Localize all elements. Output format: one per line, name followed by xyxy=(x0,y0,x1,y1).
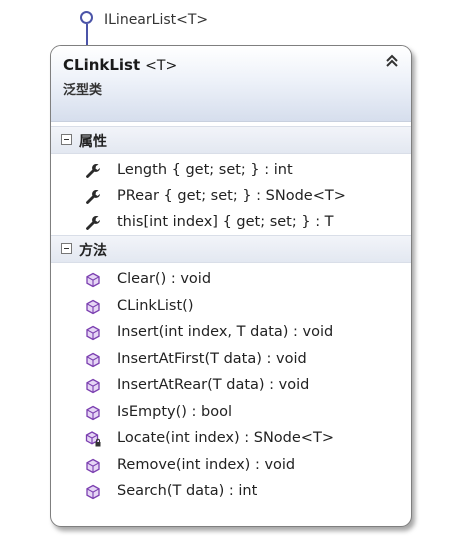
properties-section-header[interactable]: 属性 xyxy=(51,126,411,154)
method-item[interactable]: InsertAtFirst(T data) : void xyxy=(51,346,411,373)
property-item[interactable]: Length { get; set; } : int xyxy=(51,157,411,183)
method-label: InsertAtFirst(T data) : void xyxy=(117,350,307,367)
method-item[interactable]: InsertAtRear(T data) : void xyxy=(51,372,411,399)
method-cube-icon xyxy=(86,352,100,367)
collapse-toggle-icon[interactable] xyxy=(61,243,72,254)
method-cube-icon xyxy=(86,405,100,420)
double-chevron-up-icon[interactable] xyxy=(385,54,399,68)
property-item[interactable]: PRear { get; set; } : SNode<T> xyxy=(51,183,411,209)
properties-section-title: 属性 xyxy=(79,134,107,150)
method-item[interactable]: Search(T data) : int xyxy=(51,478,411,505)
method-cube-icon xyxy=(86,378,100,394)
property-label: Length { get; set; } : int xyxy=(117,162,293,178)
properties-list: Length { get; set; } : int PRear { get; … xyxy=(51,154,411,235)
property-label: PRear { get; set; } : SNode<T> xyxy=(117,188,346,204)
method-label: IsEmpty() : bool xyxy=(117,403,232,420)
property-label: this[int index] { get; set; } : T xyxy=(117,214,334,230)
method-cube-lock-icon xyxy=(85,431,101,447)
method-cube-icon xyxy=(86,325,100,341)
interface-lollipop-circle xyxy=(80,11,93,24)
method-cube-icon xyxy=(86,484,100,500)
class-name: CLinkList xyxy=(63,56,141,74)
method-item[interactable]: Remove(int index) : void xyxy=(51,452,411,479)
class-kind: 泛型类 xyxy=(63,83,103,98)
method-label: Insert(int index, T data) : void xyxy=(117,324,334,340)
class-header[interactable]: CLinkList<T> 泛型类 xyxy=(51,46,411,122)
method-label: Clear() : void xyxy=(117,271,212,287)
wrench-icon xyxy=(86,163,100,178)
collapse-toggle-icon[interactable] xyxy=(61,134,72,145)
method-item[interactable]: Clear() : void xyxy=(51,266,411,293)
interface-label: ILinearList<T> xyxy=(104,12,209,28)
interface-lollipop-stem xyxy=(85,24,88,49)
method-item[interactable]: Insert(int index, T data) : void xyxy=(51,319,411,346)
class-shape[interactable]: CLinkList<T> 泛型类 属性 Length { get; set; }… xyxy=(50,45,412,527)
method-item[interactable]: Locate(int index) : SNode<T> xyxy=(51,425,411,452)
method-label: Remove(int index) : void xyxy=(117,456,296,473)
method-cube-icon xyxy=(86,299,100,314)
method-label: InsertAtRear(T data) : void xyxy=(117,377,310,393)
wrench-icon xyxy=(86,215,100,230)
wrench-icon xyxy=(86,189,100,204)
method-label: CLinkList() xyxy=(117,297,194,314)
methods-section-title: 方法 xyxy=(79,243,107,259)
property-item[interactable]: this[int index] { get; set; } : T xyxy=(51,209,411,235)
methods-section-header[interactable]: 方法 xyxy=(51,235,411,263)
method-label: Locate(int index) : SNode<T> xyxy=(117,430,334,446)
method-item[interactable]: IsEmpty() : bool xyxy=(51,399,411,426)
method-cube-icon xyxy=(86,272,100,288)
method-cube-icon xyxy=(86,458,100,473)
methods-list: Clear() : void CLinkList() Insert(int in… xyxy=(51,263,411,505)
class-title: CLinkList<T> xyxy=(63,56,177,74)
class-generic: <T> xyxy=(145,58,178,74)
interface-lollipop-icon xyxy=(80,11,100,49)
method-item[interactable]: CLinkList() xyxy=(51,293,411,320)
method-label: Search(T data) : int xyxy=(117,483,258,499)
